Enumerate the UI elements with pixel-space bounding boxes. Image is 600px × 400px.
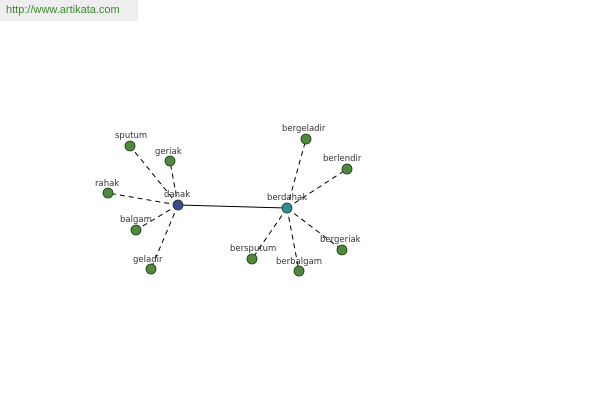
node-bergeriak[interactable]: bergeriak: [320, 235, 361, 256]
node-berbalgam[interactable]: berbalgam: [276, 257, 322, 277]
node-circle-bergeladir[interactable]: [300, 133, 312, 145]
node-circle-bersputum[interactable]: [246, 253, 258, 265]
node-geladir[interactable]: geladir: [133, 255, 163, 275]
node-label-berbalgam: berbalgam: [276, 257, 322, 267]
edge-dahak-geladir: [150, 204, 179, 270]
node-circle-dahak[interactable]: [172, 199, 184, 211]
edge-berdahak-bergeriak: [286, 207, 343, 251]
nodes-layer: dahak berdahak sputum geriak rahak balgam gela…: [95, 124, 362, 277]
node-label-berdahak: berdahak: [267, 193, 307, 203]
site-url-banner[interactable]: http://www.artikata.com: [0, 0, 138, 21]
edge-dahak-sputum: [129, 145, 179, 206]
node-circle-sputum[interactable]: [124, 140, 136, 152]
node-bersputum[interactable]: bersputum: [230, 244, 276, 265]
node-label-bergeriak: bergeriak: [320, 235, 361, 245]
node-circle-balgam[interactable]: [130, 224, 142, 236]
edge-berdahak-berlendir: [286, 168, 348, 209]
node-dahak[interactable]: dahak: [164, 190, 190, 211]
node-balgam[interactable]: balgam: [120, 215, 152, 236]
node-circle-rahak[interactable]: [102, 187, 114, 199]
node-sputum[interactable]: sputum: [115, 131, 147, 152]
edge-berdahak-berbalgam: [286, 207, 300, 272]
node-label-dahak: dahak: [164, 190, 190, 200]
node-geriak[interactable]: geriak: [155, 147, 182, 167]
edge-dahak-berdahak: [177, 204, 288, 209]
edge-dahak-rahak: [107, 192, 179, 206]
node-rahak[interactable]: rahak: [95, 179, 119, 199]
node-label-rahak: rahak: [95, 179, 119, 189]
node-label-berlendir: berlendir: [323, 154, 362, 164]
node-label-bergeladir: bergeladir: [282, 124, 326, 134]
edge-dahak-balgam: [135, 204, 179, 231]
node-berdahak[interactable]: berdahak: [267, 193, 307, 214]
edge-dahak-geriak: [169, 160, 179, 206]
edge-berdahak-bergeladir: [286, 138, 307, 209]
node-circle-berbalgam[interactable]: [293, 265, 305, 277]
node-label-bersputum: bersputum: [230, 244, 276, 254]
node-bergeladir[interactable]: bergeladir: [282, 124, 326, 145]
node-circle-geladir[interactable]: [145, 263, 157, 275]
node-circle-geriak[interactable]: [164, 155, 176, 167]
node-berlendir[interactable]: berlendir: [323, 154, 362, 175]
node-label-balgam: balgam: [120, 215, 152, 225]
node-label-geladir: geladir: [133, 255, 163, 265]
node-circle-bergeriak[interactable]: [336, 244, 348, 256]
node-circle-berlendir[interactable]: [341, 163, 353, 175]
node-label-sputum: sputum: [115, 131, 147, 141]
node-circle-berdahak[interactable]: [281, 202, 293, 214]
edges-layer: [107, 138, 348, 272]
edge-berdahak-bersputum: [251, 207, 288, 260]
node-label-geriak: geriak: [155, 147, 182, 157]
